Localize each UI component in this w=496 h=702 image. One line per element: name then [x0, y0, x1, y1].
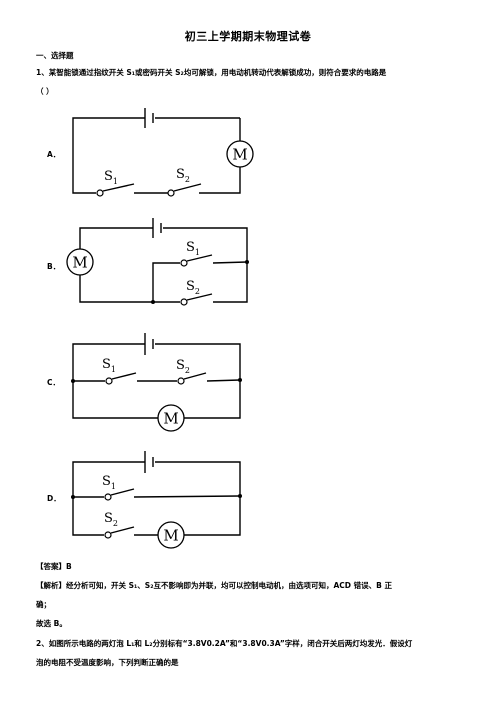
- circuit-b: M S1 S2: [66, 218, 249, 306]
- circuit-b-s2-label: S2: [186, 279, 200, 296]
- circuit-d-wire-top-right: [155, 461, 241, 497]
- option-a-label: A．: [47, 150, 61, 159]
- circuit-b-wire-bottom-left: [79, 275, 153, 303]
- circuit-c-s2-blade: [183, 372, 207, 380]
- circuit-b-s2-blade: [186, 293, 213, 301]
- circuit-b-branch-top-right: [212, 261, 248, 264]
- circuit-d-s2-contact: [104, 531, 112, 539]
- circuit-d-s2-blade: [110, 526, 135, 534]
- circuit-d-s1-blade: [110, 488, 135, 496]
- circuit-a-s2-contact: [167, 189, 175, 197]
- circuit-a-motor-label: M: [232, 146, 247, 164]
- circuit-d-lower-wire-right: [184, 496, 241, 536]
- circuit-b-branch-bottom-right: [213, 262, 248, 303]
- circuit-c-s1-label: S1: [102, 357, 116, 374]
- circuit-a-s2-blade: [173, 183, 202, 192]
- circuit-d: S1 S2 M: [71, 451, 242, 549]
- option-b-label: B．: [47, 262, 61, 271]
- circuit-c-mid-wire-right: [206, 379, 241, 382]
- question-2-line-1: 2、如图所示电路的两灯泡 L₁和 L₂分别标有“3.8V0.2A”和“3.8V0…: [36, 639, 413, 648]
- circuit-c-junction-right: [238, 378, 242, 382]
- circuit-a-s2-label: S2: [176, 167, 190, 184]
- section-heading: 一、选择题: [36, 51, 74, 60]
- circuit-a-wire-left: [72, 117, 145, 194]
- circuit-d-lower-wire-left: [72, 497, 104, 536]
- circuit-d-s2-label: S2: [104, 511, 118, 528]
- circuit-c-s1-contact: [105, 377, 113, 385]
- circuit-c-s2-label: S2: [176, 358, 190, 375]
- circuit-a-s1-label: S1: [104, 169, 118, 186]
- circuit-a-s1-blade: [102, 183, 135, 192]
- question-1-text: 1、某智能锁通过指纹开关 S₁或密码开关 S₂均可解锁，用电动机转动代表解锁成功…: [36, 68, 387, 77]
- circuit-b-s2-contact: [180, 298, 188, 306]
- circuit-d-s1-label: S1: [102, 474, 116, 491]
- circuit-b-s1-contact: [180, 259, 188, 267]
- question-1-bracket: （ ）: [36, 87, 54, 96]
- circuit-d-motor-label: M: [163, 527, 178, 545]
- analysis-line-2: 确；: [36, 600, 51, 609]
- page-title: 初三上学期期末物理试卷: [184, 30, 312, 43]
- option-c-label: C．: [47, 378, 61, 387]
- circuit-c-s2-contact: [177, 377, 185, 385]
- circuit-c-s1-blade: [111, 372, 137, 380]
- circuit-b-wire-top-left: [79, 227, 153, 249]
- circuit-a-wire-right-bottom: [199, 167, 241, 194]
- circuit-a-s1-contact: [96, 189, 104, 197]
- question-2-line-2: 泡的电阻不受温度影响，下列判断正确的是: [36, 658, 179, 667]
- circuit-b-s1-label: S1: [186, 240, 200, 257]
- circuit-b-branch-left: [152, 262, 180, 302]
- circuit-b-s1-blade: [186, 254, 213, 262]
- circuit-a-motor: [226, 140, 254, 168]
- circuit-c-motor: [157, 404, 185, 432]
- circuit-a: M S1 S2: [72, 108, 254, 197]
- circuit-b-wire-top-right: [163, 227, 248, 262]
- circuit-c-motor-label: M: [163, 410, 178, 428]
- circuit-b-motor-label: M: [72, 254, 87, 272]
- option-d-label: D．: [47, 494, 61, 503]
- circuit-c: M S1 S2: [71, 333, 242, 432]
- analysis-line-1: 【解析】经分析可知，开关 S₁、S₂互不影响即为并联，均可以控制电动机，由选项可…: [36, 581, 392, 590]
- circuit-d-s1-contact: [104, 493, 112, 501]
- answer-line: 【答案】B: [36, 562, 72, 571]
- circuit-d-upper-wire-right: [133, 495, 241, 498]
- circuit-d-wire-top-left: [72, 461, 145, 497]
- conclusion-line: 故选 B。: [36, 619, 67, 628]
